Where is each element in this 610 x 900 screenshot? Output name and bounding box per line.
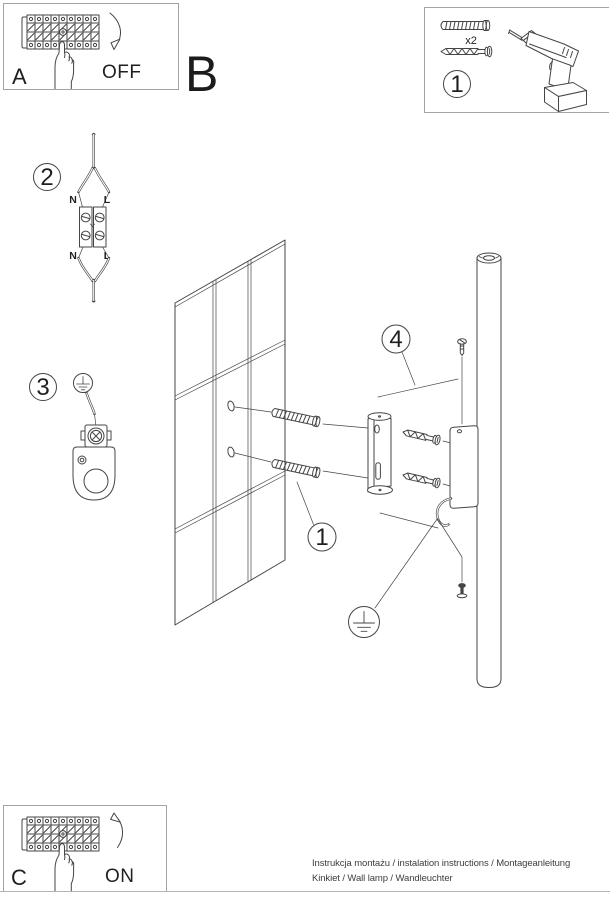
breaker-panel-icon [21, 816, 100, 891]
anchor-quantity-label: x2 [465, 35, 477, 47]
earth-leader-lines [374, 518, 463, 609]
anchor-callout: 1 [296, 481, 337, 552]
label-live-top: L [104, 194, 111, 206]
label-neutral-bottom: N [69, 250, 77, 262]
earth-wire-hook-icon [435, 497, 453, 527]
alignment-leader-lines [234, 406, 369, 479]
wall-anchor-icon [440, 20, 491, 31]
earth-screw-icon [456, 583, 468, 599]
label-neutral-top: N [69, 194, 77, 206]
power-off-label: OFF [102, 62, 142, 83]
section-b-letter: B [185, 46, 219, 102]
step-2-wiring-diagram: 2 N L N L [33, 132, 111, 303]
label-live-bottom: L [104, 250, 111, 262]
arrow-down-icon [109, 12, 121, 50]
footer-divider [0, 891, 610, 892]
supply-cable-icon [77, 132, 111, 208]
drill-icon [508, 29, 587, 112]
breaker-panel-icon [21, 14, 100, 89]
panel-a-letter: A [12, 64, 27, 89]
earth-symbol-icon [73, 373, 93, 393]
bracket-screw-top-icon [401, 426, 442, 446]
wall-anchor-screw-bottom-icon [270, 457, 322, 479]
footer-text: Instrukcja montażu / instalation instruc… [312, 856, 570, 886]
power-on-label: ON [105, 866, 135, 887]
step-3-callout: 3 [29, 373, 57, 401]
svg-text:1: 1 [450, 71, 463, 98]
wall-hole-bottom [227, 446, 235, 458]
footer-line-1: Instrukcja montażu / instalation instruc… [312, 858, 571, 869]
lamp-tube-icon [476, 252, 502, 688]
bracket-callout: 4 [381, 324, 416, 386]
wall-hole-top [227, 400, 235, 412]
cover-plate-screw-icon [457, 338, 467, 425]
wall-anchor-screw-top-icon [270, 406, 322, 428]
grounding-symbol-icon [348, 606, 380, 638]
screw-icon [440, 45, 493, 58]
svg-text:2: 2 [40, 164, 53, 191]
wall-mounting-diagram: 4 1 [174, 239, 502, 688]
footer-line-2: Kinkiet / Wall lamp / Wandleuchter [312, 873, 453, 884]
panel-power-on: C ON [3, 805, 167, 892]
parts-step-callout: 1 [443, 70, 471, 98]
step-2-callout: 2 [33, 163, 61, 191]
svg-text:1: 1 [315, 524, 328, 551]
lamp-bracket-back-icon [72, 446, 116, 501]
earth-wire-icon [85, 391, 97, 426]
parts-box: x2 1 [424, 7, 609, 113]
arrow-up-icon [110, 812, 124, 848]
panel-c-letter: C [11, 865, 27, 890]
wall-panels [174, 239, 286, 626]
terminal-block-icon [79, 206, 107, 248]
mounting-bracket-icon [367, 412, 393, 495]
earth-terminal-icon [80, 424, 112, 448]
lamp-cable-icon [77, 246, 111, 303]
panel-power-off: A OFF [3, 3, 179, 90]
svg-text:4: 4 [389, 326, 402, 353]
cover-plate-icon [449, 425, 479, 509]
step-3-earth-diagram: 3 [29, 373, 116, 501]
bracket-screw-bottom-icon [401, 469, 442, 489]
svg-text:3: 3 [36, 374, 49, 401]
